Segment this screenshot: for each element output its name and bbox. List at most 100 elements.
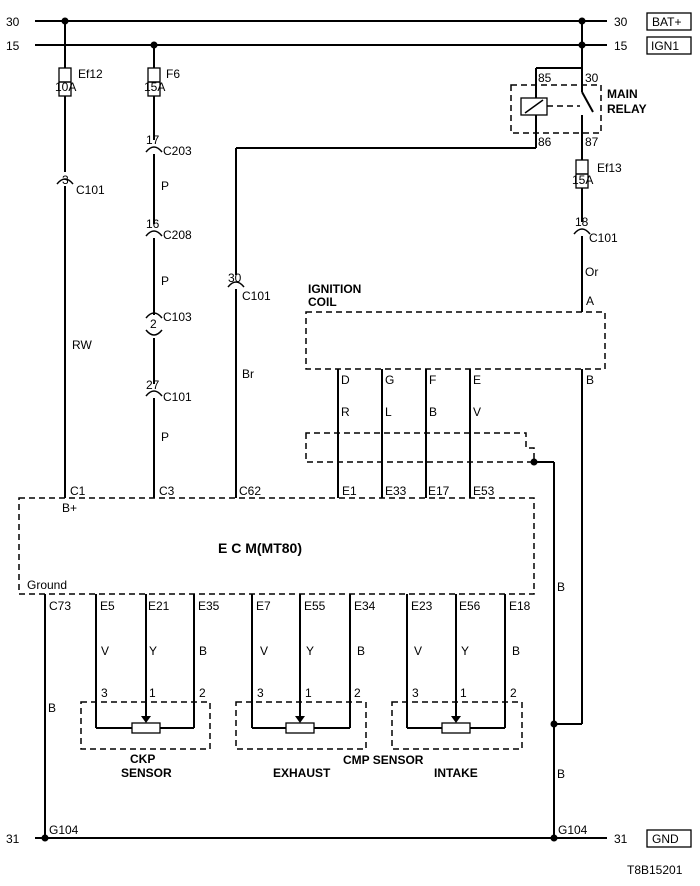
ecm-pin-e1: E1 (342, 484, 357, 498)
relay-pin87: 87 (585, 135, 599, 149)
ecm-pin-e55: E55 (304, 599, 326, 613)
main-relay-box (510, 84, 602, 134)
sensor-exhaust-color-y: Y (306, 644, 314, 658)
sensor-intake-pin-3: 3 (412, 686, 419, 700)
coil-pin-f: F (429, 373, 436, 387)
sensor-ckp-label-2: SENSOR (121, 766, 172, 780)
fuse-ef13-name: Ef13 (597, 161, 622, 175)
sensor-ckp-pin-3: 3 (101, 686, 108, 700)
sensor-exhaust-pin-2: 2 (354, 686, 361, 700)
sensor-ckp-color-y: Y (149, 644, 157, 658)
ecm-pin-e5: E5 (100, 599, 115, 613)
relay-pin86: 86 (538, 135, 552, 149)
connector-c103-lower (145, 329, 163, 336)
connector-c101-rw (56, 178, 74, 185)
coil-wire-b: B (429, 405, 437, 419)
ground-right-label: G104 (558, 823, 588, 837)
ignition-coil-pin-a: A (586, 294, 594, 308)
fuse-f6-rating: 15A (144, 80, 165, 94)
sensor-intake-label: INTAKE (434, 766, 478, 780)
wire-color-ground-left: B (48, 701, 56, 715)
sensor-intake-arrow (451, 716, 461, 723)
sensor-intake-box (391, 701, 523, 750)
ecm-pin-e21: E21 (148, 599, 170, 613)
coil-wire-r: R (341, 405, 350, 419)
connector-c101-p-name: C101 (163, 390, 192, 404)
sensor-ckp-label-1: CKP (130, 752, 155, 766)
ecm-pin-e18: E18 (509, 599, 531, 613)
ecm-pin-e33: E33 (385, 484, 407, 498)
connector-c208-name: C208 (163, 228, 192, 242)
sensor-intake-pin-2: 2 (510, 686, 517, 700)
sensor-intake-color-b: B (512, 644, 520, 658)
ecm-pin-c62: C62 (239, 484, 261, 498)
coil-pin-d: D (341, 373, 350, 387)
ecm-pin-e35: E35 (198, 599, 220, 613)
sensor-intake-pin-1: 1 (460, 686, 467, 700)
connector-c103-name: C103 (163, 310, 192, 324)
coil-pin-e: E (473, 373, 481, 387)
ignition-coil-title-2: COIL (308, 295, 337, 309)
connector-c208 (145, 230, 163, 237)
ecm-pin-e7: E7 (256, 599, 271, 613)
connector-c208-pin: 16 (146, 217, 160, 231)
sensor-cmp-intake: V Y B 3 1 2 (391, 594, 523, 750)
ecm-box (18, 497, 535, 595)
sensor-ckp-pin-1: 1 (149, 686, 156, 700)
ecm-pin-c1: C1 (70, 484, 86, 498)
ignition-coil-pin-b: B (586, 373, 594, 387)
wire-color-p3: P (161, 430, 169, 444)
connector-c203-pin: 17 (146, 133, 160, 147)
fuse-ef12-rating: 10A (55, 80, 76, 94)
sensor-ckp-color-b: B (199, 644, 207, 658)
sensor-ckp-pin-2: 2 (199, 686, 206, 700)
ecm-pin-c3: C3 (159, 484, 175, 498)
ecm-pin-e23: E23 (411, 599, 433, 613)
sensor-ckp-arrow (141, 716, 151, 723)
sensor-ckp: V Y B 3 1 2 (80, 594, 211, 750)
relay-switch-blade (581, 91, 594, 113)
main-relay-title-1: MAIN (607, 87, 638, 101)
connector-c101-or (573, 228, 591, 235)
wire-color-ground-right: B (557, 767, 565, 781)
relay-coil-slash (524, 99, 544, 114)
coil-wire-v: V (473, 405, 481, 419)
fuse-ef13-rating: 15A (572, 173, 593, 187)
sensor-ckp-color-v: V (101, 644, 109, 658)
sensor-intake-color-v: V (414, 644, 422, 658)
connector-c203 (145, 146, 163, 153)
wire-color-ecm-b: B (557, 580, 565, 594)
ecm-pin-e17: E17 (428, 484, 450, 498)
wire-shield (305, 432, 535, 463)
connector-c101-rw-name: C101 (76, 183, 105, 197)
connector-c101-br (227, 281, 245, 288)
connector-c101-br-name: C101 (242, 289, 271, 303)
relay-pin85: 85 (538, 71, 552, 85)
connector-c103 (145, 312, 163, 319)
bat-plus-label-box (646, 12, 692, 31)
ground-rail-right-label: 31 (614, 832, 628, 846)
ecm-pin-e56: E56 (459, 599, 481, 613)
ecm-ground: Ground (27, 578, 67, 592)
connector-c101-or-name: C101 (589, 231, 618, 245)
ignition-coil-title-1: IGNITION (308, 282, 361, 296)
ground-left-dot (41, 834, 49, 842)
wire-color-p1: P (161, 179, 169, 193)
sensor-cmp-label: CMP SENSOR (343, 753, 424, 767)
ign1-label: IGN1 (651, 39, 679, 53)
gnd-label-box (646, 829, 692, 848)
sensor-ckp-box (80, 701, 211, 750)
ecm-pin-e53: E53 (473, 484, 495, 498)
sensor-intake-color-y: Y (461, 644, 469, 658)
sensor-exhaust-color-v: V (260, 644, 268, 658)
connector-c103-pin: 2 (150, 317, 157, 331)
bat-rail-right-label: 30 (614, 15, 628, 29)
sensor-exhaust-pin-1: 1 (305, 686, 312, 700)
ecm-pin-e34: E34 (354, 599, 376, 613)
coil-pin-g: G (385, 373, 394, 387)
relay-pin30: 30 (585, 71, 599, 85)
ecm-bplus: B+ (62, 501, 77, 515)
sensor-exhaust-arrow (295, 716, 305, 723)
ecm-top-pins: C1 C3 C62 E1 E33 E17 E53 (70, 484, 495, 498)
wire-color-br: Br (242, 367, 254, 381)
